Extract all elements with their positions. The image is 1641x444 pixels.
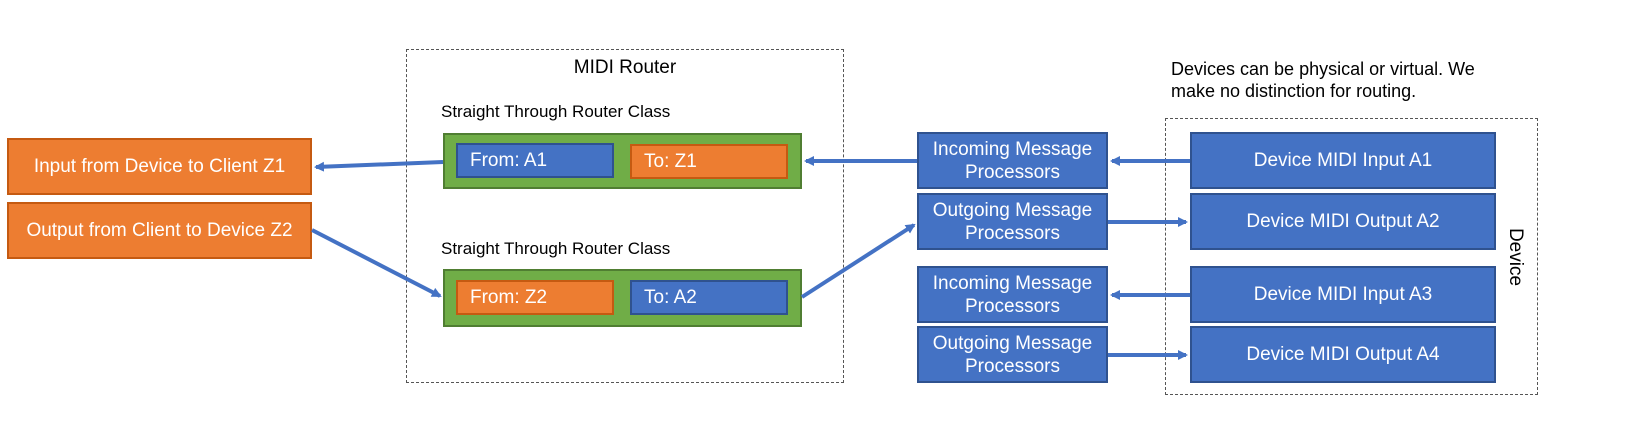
- device-container: [1165, 118, 1538, 395]
- outgoing-processor-a4: Outgoing Message Processors: [917, 326, 1108, 383]
- router-class-label-2: Straight Through Router Class: [441, 239, 671, 258]
- arrow-router2-to-processor-out-a2: [800, 223, 916, 299]
- incoming-processor-a1: Incoming Message Processors: [917, 132, 1108, 189]
- router-class-label-1: Straight Through Router Class: [441, 102, 671, 121]
- client-input-box: Input from Device to Client Z1: [7, 138, 312, 195]
- arrow-client-output-to-router2: [311, 228, 442, 298]
- outgoing-processor-a2: Outgoing Message Processors: [917, 193, 1108, 250]
- device-midi-input-a3: Device MIDI Input A3: [1190, 266, 1496, 323]
- route1-to-box: To: Z1: [630, 144, 788, 179]
- route1-from-box: From: A1: [456, 143, 614, 178]
- client-output-box: Output from Client to Device Z2: [7, 202, 312, 259]
- arrow-router1-to-client-input: [314, 160, 444, 172]
- midi-router-title: MIDI Router: [573, 57, 677, 78]
- device-midi-input-a1: Device MIDI Input A1: [1190, 132, 1496, 189]
- device-midi-output-a2: Device MIDI Output A2: [1190, 193, 1496, 250]
- device-note: Devices can be physical or virtual. We m…: [1171, 59, 1475, 101]
- route2-to-box: To: A2: [630, 280, 788, 315]
- device-midi-output-a4: Device MIDI Output A4: [1190, 326, 1496, 383]
- incoming-processor-a3: Incoming Message Processors: [917, 266, 1108, 323]
- route2-from-box: From: Z2: [456, 280, 614, 315]
- midi-router-container: [406, 49, 844, 383]
